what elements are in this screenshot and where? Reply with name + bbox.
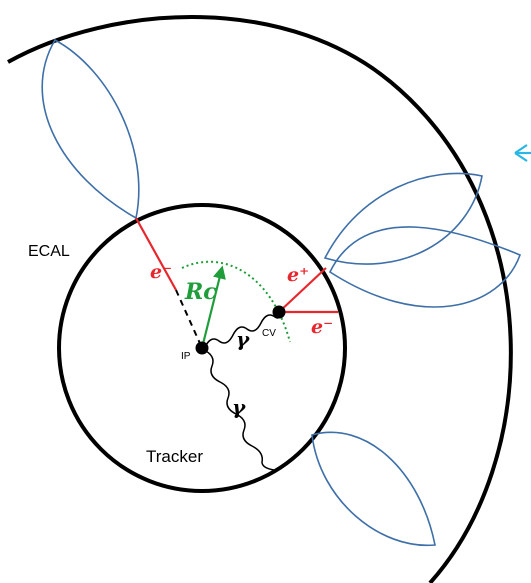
helix-upper-left [41,38,140,220]
cv-label: CV [262,328,276,339]
photon-lower [203,349,275,471]
cyan-arrow-icon [514,144,531,162]
electron-right-label: e⁻ [311,316,333,338]
tracker-label: Tracker [146,447,203,466]
helix-right-1 [323,172,483,265]
ecal-boundary [7,15,513,583]
electron-left-label: e⁻ [150,261,172,283]
photon-lower-label: γ [232,395,246,419]
helix-right-2 [328,226,522,308]
radius-dotted-arc [181,260,291,343]
lepton-tracks [135,217,338,314]
ecal-label: ECAL [28,243,70,260]
ip-label: IP [181,351,191,362]
cv-point [272,305,286,319]
helix-tracks [41,38,522,547]
positron-label: e⁺ [287,264,309,286]
positron-track [278,267,327,313]
ip-point [195,341,209,355]
tracker-circle [57,203,347,493]
radius-arrow [200,265,226,349]
helix-lower [311,431,436,547]
electron-track-left [135,217,177,291]
radius-label: Rc [184,279,217,305]
photon-upper-label: γ [236,327,250,351]
